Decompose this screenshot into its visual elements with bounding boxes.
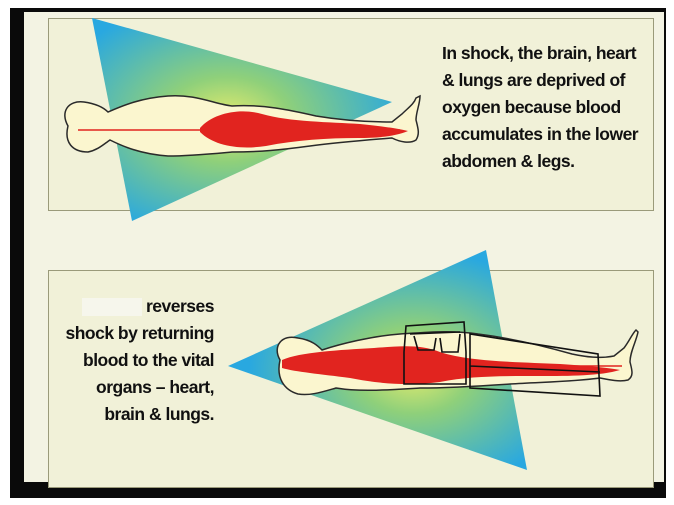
caption-line: & lungs are deprived of: [442, 67, 647, 94]
caption-line: accumulates in the lower: [442, 121, 647, 148]
caption-line: organs – heart,: [62, 374, 214, 401]
caption-line: oxygen because blood: [442, 94, 647, 121]
caption-line: reverses: [62, 293, 214, 320]
caption-line: shock by returning: [62, 320, 214, 347]
caption-line-text: reverses: [146, 296, 214, 316]
bottom-caption: reverses shock by returning blood to the…: [62, 293, 214, 428]
caption-line: In shock, the brain, heart: [442, 40, 647, 67]
redaction-box: [82, 298, 142, 316]
caption-line: blood to the vital: [62, 347, 214, 374]
caption-line: abdomen & legs.: [442, 148, 647, 175]
top-caption: In shock, the brain, heart & lungs are d…: [442, 40, 647, 175]
caption-line: brain & lungs.: [62, 401, 214, 428]
